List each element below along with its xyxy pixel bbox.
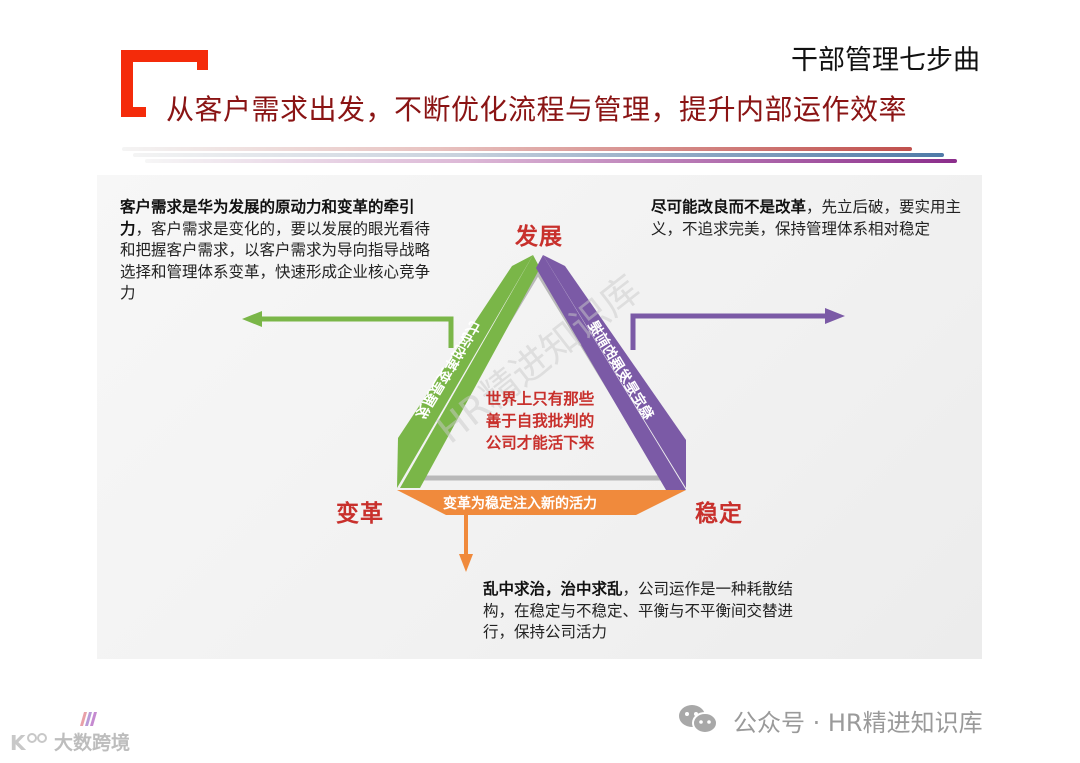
arrow-down-icon: [459, 554, 473, 572]
desc-bottom: 乱中求治，治中求乱，公司运作是一种耗散结构，在稳定与不稳定、平衡与不平衡间交替进…: [483, 580, 794, 641]
deco-line-blue: [133, 153, 944, 157]
center-quote: 世界上只有那些 善于自我批判的 公司才能活下来: [485, 390, 595, 452]
node-reform: 变革: [336, 501, 384, 527]
series-title: 干部管理七步曲: [791, 45, 980, 76]
arrow-right-icon: [825, 308, 845, 324]
purple-band: [543, 255, 686, 488]
brand-stripes-icon: [80, 712, 97, 726]
wechat-icon: [679, 705, 718, 734]
green-band: [397, 255, 533, 488]
desc-top-right: 尽可能改良而不是改革，先立后破，要实用主义，不追求完美，保持管理体系相对稳定: [651, 198, 962, 238]
deco-line-red: [122, 147, 912, 151]
deco-line-purple: [145, 159, 957, 163]
diagram-panel: [97, 175, 982, 659]
node-development: 发展: [515, 224, 563, 250]
svg-text:K: K: [10, 731, 27, 754]
brand-logo-icon: K: [10, 731, 47, 754]
node-stability: 稳定: [695, 501, 743, 527]
page-title: 从客户需求出发，不断优化流程与管理，提升内部运作效率: [166, 93, 908, 126]
desc-top-left: 客户需求是华为发展的原动力和变革的牵引力，客户需求是变化的，要以发展的眼光看待和…: [120, 198, 431, 302]
orange-band: [397, 490, 686, 515]
arrow-left-icon: [242, 311, 262, 327]
brand-name: 大数跨境: [54, 732, 131, 754]
wechat-watermark: 公众号 · HR精进知识库: [733, 709, 983, 737]
orange-band-label: 变革为稳定注入新的活力: [443, 496, 597, 512]
